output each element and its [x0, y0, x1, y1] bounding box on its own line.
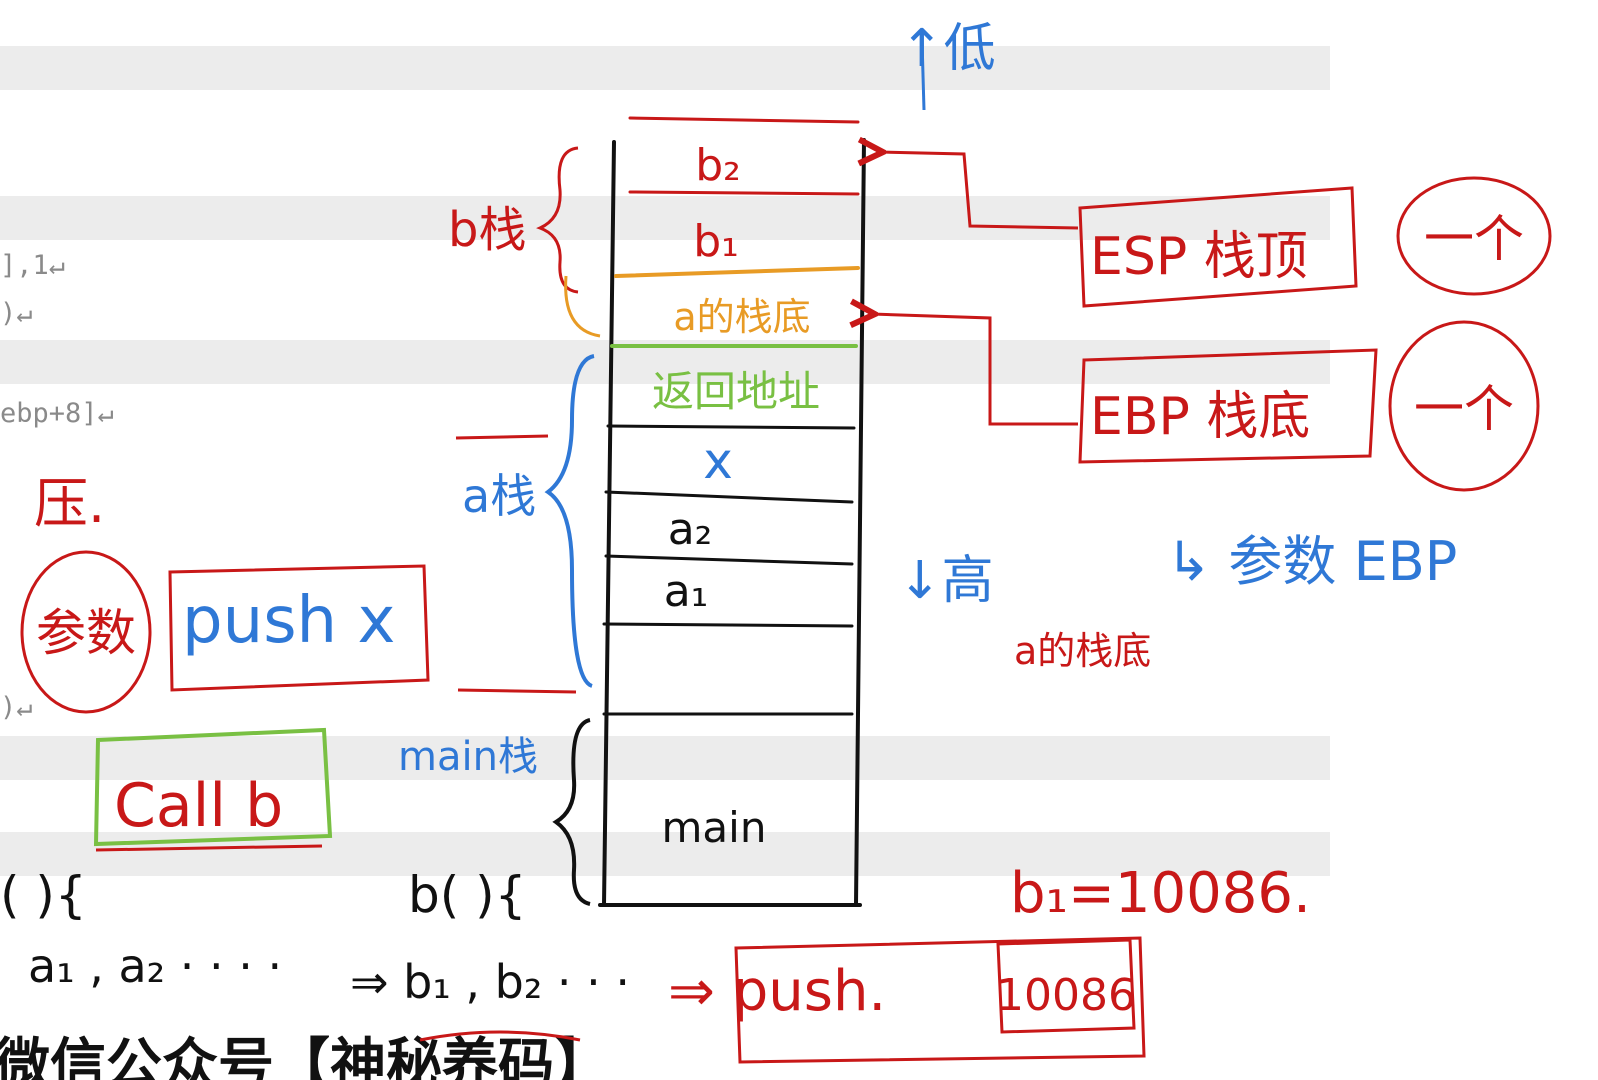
stack-diagram — [598, 116, 866, 907]
code-fragment: )↵ — [0, 298, 33, 329]
stack-cell-x: x — [703, 432, 733, 490]
a-stack-top-mark — [455, 434, 549, 440]
push-x-label: push x — [182, 584, 395, 658]
stack-cell-b2: b₂ — [695, 140, 741, 191]
stack-cell-main: main — [662, 803, 767, 852]
code-fragment: )↵ — [0, 692, 33, 723]
ebp-label: EBP 栈底 — [1090, 387, 1310, 447]
a-stack-bottom-mark — [457, 688, 577, 694]
param-circle: 参数 — [20, 550, 152, 714]
call-b-label: Call b — [114, 771, 283, 841]
params-ebp-note: ↳ 参数 EBP — [1166, 530, 1457, 593]
a-stack-brace — [544, 354, 595, 688]
push-label: 压. — [34, 472, 105, 535]
stack-cell-a-base: a的栈底 — [673, 295, 810, 339]
b-stack-brace — [536, 146, 579, 294]
esp-count: 一个 — [1424, 210, 1524, 268]
stack-cell-return-address: 返回地址 — [652, 367, 820, 416]
stack-cell-a2: a₂ — [668, 504, 713, 555]
stack-cell-a1: a₁ — [664, 566, 709, 617]
code-fragment: ebp+8]↵ — [0, 398, 114, 429]
param-circle-label: 参数 — [36, 604, 136, 662]
a-function-header: ( ){ — [0, 866, 87, 924]
esp-register: ESP 栈顶 一个 — [880, 152, 1552, 308]
high-address-label: ↓高 — [898, 551, 994, 611]
a-stack-label: a栈 — [462, 469, 536, 523]
a-stack-bottom-note: a的栈底 — [1014, 629, 1151, 673]
code-band — [0, 196, 1330, 240]
code-band — [0, 46, 1330, 90]
push-value-command: ⇒ push. — [668, 959, 886, 1024]
code-fragment: ],1↵ — [0, 250, 66, 281]
b-stack-orange-link — [564, 275, 601, 338]
push-value-number: 10086 — [996, 970, 1136, 1021]
b-function-header: b( ){ — [408, 866, 526, 924]
b-locals: ⇒ b₁ , b₂ · · · — [350, 955, 630, 1009]
ebp-count: 一个 — [1414, 380, 1514, 438]
esp-label: ESP 栈顶 — [1090, 227, 1308, 287]
stack-cell-b1: b₁ — [693, 216, 739, 267]
main-stack-brace — [552, 718, 591, 906]
push-x-box: push x — [168, 564, 430, 692]
code-band — [0, 736, 1330, 780]
low-address-label: ↑低 — [900, 19, 996, 79]
b1-assignment: b₁=10086. — [1010, 861, 1311, 926]
call-b-box: Call b — [93, 727, 333, 852]
bottom-banner: 微信公众号【神秘养码】 — [0, 1033, 610, 1080]
push-value-box: ⇒ push. 10086 — [668, 936, 1146, 1064]
ebp-register: EBP 栈底 一个 — [872, 314, 1540, 492]
main-stack-label: main栈 — [398, 734, 538, 780]
arrow-up-low — [920, 39, 926, 111]
a-locals: a₁ , a₂ · · · · — [28, 939, 282, 993]
banner-red-underline — [419, 1030, 581, 1042]
b-stack-label: b栈 — [448, 202, 526, 258]
